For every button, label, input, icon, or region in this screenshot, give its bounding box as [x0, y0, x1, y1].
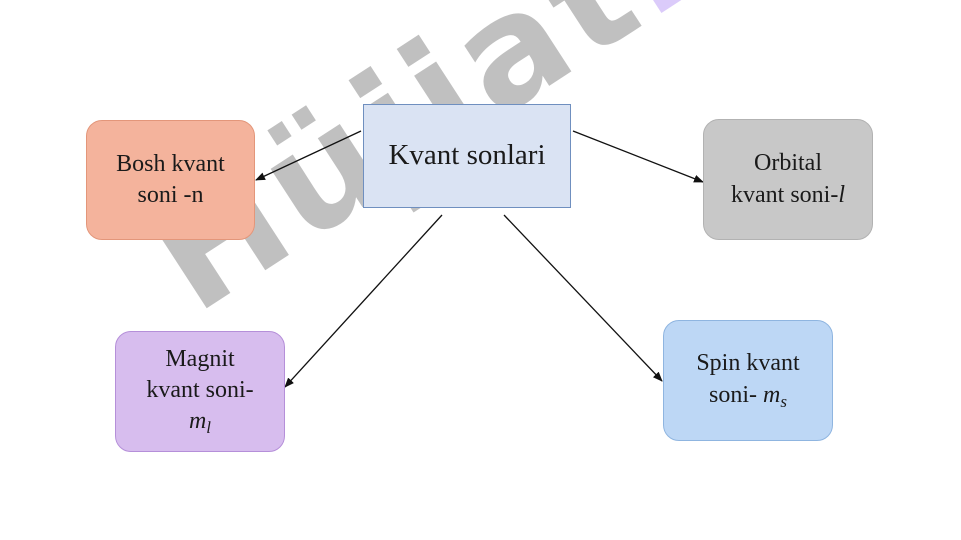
magnit-line1: Magnit — [165, 345, 235, 372]
magnit-line2: kvant soni- — [146, 376, 254, 403]
arrow-to-spin — [503, 214, 663, 382]
arrow-to-magnit — [284, 214, 443, 388]
spin-sub: s — [780, 391, 787, 411]
spin-line1: Spin kvant — [696, 350, 800, 377]
node-spin-kvant-soni: Spin kvant soni- ms — [663, 320, 833, 441]
spin-line2: soni- — [709, 381, 764, 408]
spin-var: m — [763, 381, 781, 408]
orbital-line2: kvant soni- — [731, 181, 839, 208]
node-magnit-kvant-soni: Magnit kvant soni- ml — [115, 331, 285, 452]
magnit-sub: l — [206, 418, 212, 438]
node-bosh-kvant-soni: Bosh kvant soni -n — [86, 120, 255, 240]
center-node-label: Kvant sonlari — [388, 139, 546, 172]
magnit-var: m — [188, 408, 207, 435]
center-node-kvant-sonlari: Kvant sonlari — [363, 104, 571, 208]
orbital-line1: Orbital — [754, 150, 822, 177]
arrow-to-orbital — [572, 130, 704, 183]
bosh-line1: Bosh kvant — [116, 150, 225, 177]
arrow-to-bosh — [255, 130, 362, 181]
node-orbital-kvant-soni: Orbital kvant soni-l — [703, 119, 873, 240]
bosh-line2: soni -n — [137, 182, 204, 208]
orbital-var: l — [838, 181, 845, 208]
